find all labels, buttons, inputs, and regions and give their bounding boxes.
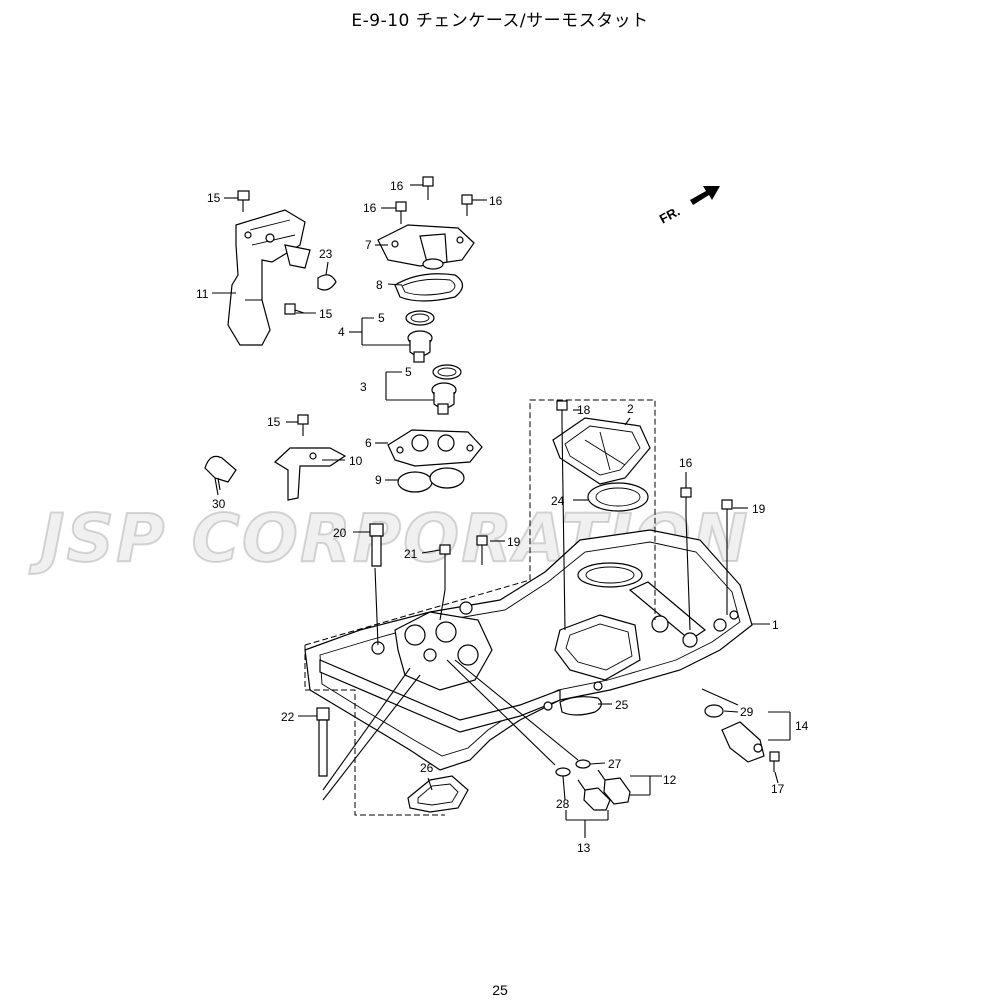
callout-11: 11: [196, 287, 209, 301]
part-1-chain-case: [304, 529, 753, 771]
page-number: 25: [492, 982, 508, 998]
front-direction-label: FR.: [657, 203, 683, 226]
part-22-bolt: [316, 707, 330, 777]
part-21-bolt: [439, 544, 451, 590]
part-5-seal-ring-b: [432, 364, 462, 380]
callout-26: 26: [420, 761, 434, 775]
part-2-cover: [552, 417, 651, 485]
part-23-clip: [317, 274, 337, 291]
callout-8: 8: [376, 278, 383, 292]
callout-28: 28: [556, 797, 570, 811]
callout-17: 17: [771, 782, 785, 796]
part-15-bolt-c: [297, 414, 309, 436]
part-10-bracket: [274, 447, 347, 501]
part-15-bolt-a: [237, 190, 250, 212]
callout-19: 19: [507, 535, 521, 549]
callout-10: 10: [349, 454, 363, 468]
part-28-o-ring: [555, 767, 571, 777]
part-13-sensor: [577, 779, 611, 811]
part-19-bolt-a: [476, 535, 488, 565]
callout-14: 14: [795, 719, 809, 733]
callout-16: 16: [390, 179, 404, 193]
callout-21: 21: [404, 547, 418, 561]
callout-16: 16: [489, 194, 503, 208]
part-19-bolt-b: [721, 499, 733, 540]
callout-23: 23: [319, 247, 333, 261]
assembly-outline-left: [304, 399, 656, 816]
callout-29: 29: [740, 705, 754, 719]
page-title: E-9-10 チェンケース/サーモスタット: [351, 11, 649, 31]
callout-4: 4: [338, 325, 345, 339]
callout-16: 16: [363, 201, 377, 215]
callout-labels: 15 16 16 16 7 23 8 11 15 5 4 5 3 18 2 15…: [196, 179, 809, 855]
callout-1: 1: [772, 618, 779, 632]
callout-5: 5: [378, 311, 385, 325]
part-9-o-rings: [397, 467, 465, 493]
callout-15: 15: [207, 191, 221, 205]
callout-27: 27: [608, 757, 622, 771]
callout-13: 13: [577, 841, 591, 855]
part-3-thermostat: [431, 382, 457, 415]
callout-5: 5: [405, 365, 412, 379]
callout-12: 12: [663, 773, 677, 787]
part-12-sensor: [597, 769, 631, 805]
callout-6: 6: [365, 436, 372, 450]
part-30-clip: [204, 455, 237, 496]
callout-15: 15: [267, 415, 281, 429]
part-14-sensor: [721, 721, 765, 763]
part-11-bracket: [227, 209, 311, 346]
part-4-thermostat: [407, 330, 433, 363]
callout-24: 24: [551, 494, 565, 508]
part-20-bolt: [369, 523, 384, 567]
callout-16: 16: [679, 456, 693, 470]
callout-15: 15: [319, 307, 333, 321]
callout-3: 3: [360, 380, 367, 394]
part-6-thermostat-housing: [387, 429, 483, 467]
callout-2: 2: [627, 402, 634, 416]
part-24-oil-seal: [587, 482, 649, 512]
part-8-gasket: [394, 273, 464, 302]
part-26-gasket: [407, 775, 469, 813]
part-17-bolt: [769, 751, 780, 772]
leader-lines: [212, 184, 791, 838]
part-18-bolt: [556, 400, 568, 424]
callout-18: 18: [577, 403, 591, 417]
front-direction-arrow: FR.: [657, 186, 720, 227]
callout-22: 22: [281, 710, 295, 724]
callout-30: 30: [212, 497, 226, 511]
part-27-o-ring: [575, 759, 591, 769]
callout-7: 7: [365, 238, 372, 252]
part-29-o-ring: [704, 704, 724, 718]
part-5-seal-ring-a: [405, 310, 435, 326]
callout-9: 9: [375, 473, 382, 487]
part-16-bolt-right: [680, 487, 692, 516]
part-25-gasket: [559, 696, 602, 716]
part-16-bolts-top: [395, 176, 473, 224]
callout-20: 20: [333, 526, 347, 540]
callout-25: 25: [615, 698, 629, 712]
callout-19: 19: [752, 502, 766, 516]
part-7-thermostat-cover: [377, 224, 475, 270]
